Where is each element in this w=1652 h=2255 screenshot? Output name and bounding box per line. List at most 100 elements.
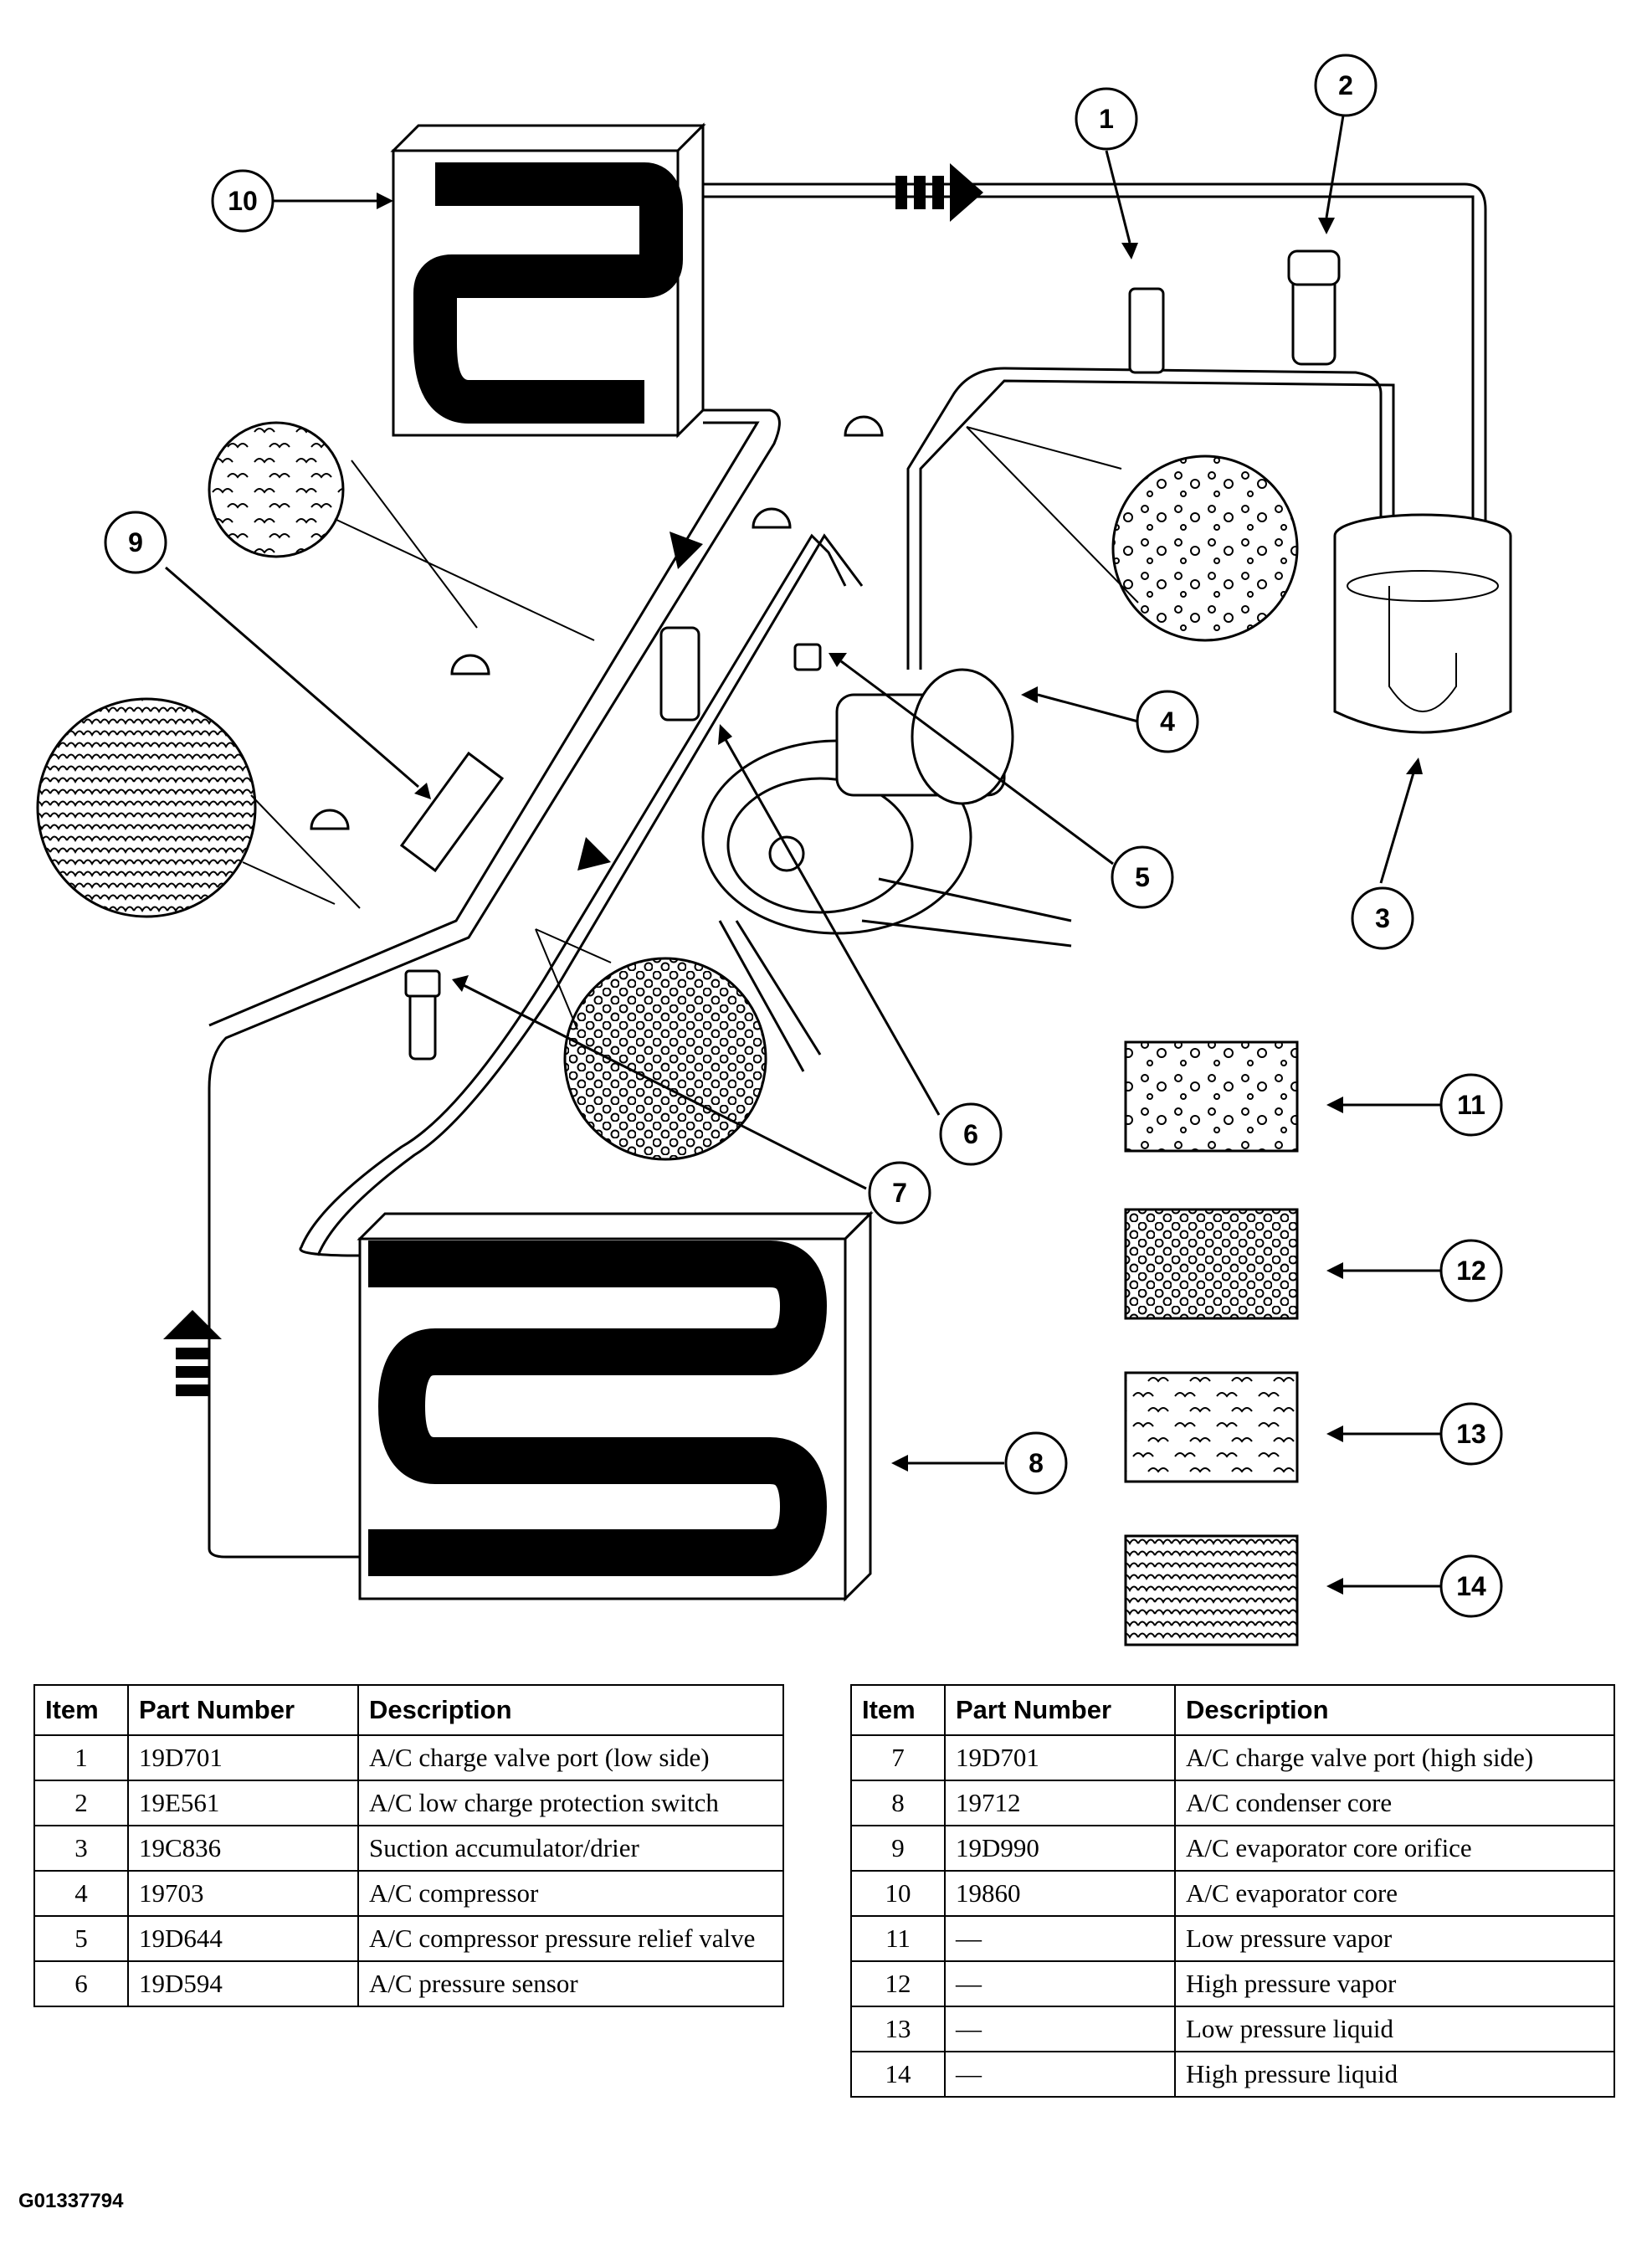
callout-9: 9 [104, 511, 167, 574]
callout-12: 12 [1439, 1239, 1503, 1302]
part-number-cell: 19D701 [127, 1734, 359, 1781]
description-cell: Suction accumulator/drier [357, 1825, 784, 1872]
item-cell: 13 [850, 2006, 946, 2052]
callout-2: 2 [1314, 54, 1378, 117]
condenser-core [357, 1210, 874, 1602]
svg-text:1: 1 [1099, 104, 1114, 134]
description-cell: A/C charge valve port (high side) [1174, 1734, 1615, 1781]
item-cell: 9 [850, 1825, 946, 1872]
figure-id: G01337794 [18, 2190, 124, 2212]
header-part-number: Part Number [944, 1684, 1176, 1736]
item-cell: 2 [33, 1780, 129, 1826]
description-cell: Low pressure liquid [1174, 2006, 1615, 2052]
callout-3: 3 [1351, 886, 1414, 950]
svg-text:11: 11 [1457, 1090, 1485, 1120]
callout-13: 13 [1439, 1402, 1503, 1466]
part-number-cell: 19D594 [127, 1960, 359, 2007]
callout-1: 1 [1075, 87, 1138, 151]
charge-valve-port-high [404, 969, 441, 1061]
magnifier-low-liquid [208, 421, 595, 641]
svg-text:9: 9 [128, 527, 143, 557]
part-number-cell: — [944, 2051, 1176, 2098]
description-cell: Low pressure vapor [1174, 1915, 1615, 1962]
compressor [701, 668, 1072, 1072]
table-row: 14—High pressure liquid [850, 2051, 1615, 2098]
leader-lines [165, 115, 1441, 1595]
description-cell: A/C compressor pressure relief valve [357, 1915, 784, 1962]
table-row: 11—Low pressure vapor [850, 1915, 1615, 1962]
item-cell: 4 [33, 1870, 129, 1917]
callout-5: 5 [1111, 845, 1174, 909]
description-cell: A/C low charge protection switch [357, 1780, 784, 1826]
callout-11: 11 [1439, 1073, 1503, 1137]
header-item: Item [850, 1684, 946, 1736]
description-cell: A/C pressure sensor [357, 1960, 784, 2007]
header-description: Description [357, 1684, 784, 1736]
item-cell: 14 [850, 2051, 946, 2098]
ac-system-diagram: 1 2 3 4 5 6 7 8 9 10 11 12 13 14 [36, 54, 1512, 1646]
svg-text:14: 14 [1456, 1571, 1486, 1601]
legend-swatch-low-liquid [1124, 1371, 1299, 1483]
header-description: Description [1174, 1684, 1615, 1736]
pressure-sensor [659, 626, 700, 722]
svg-text:12: 12 [1456, 1256, 1486, 1286]
item-cell: 11 [850, 1915, 946, 1962]
description-cell: High pressure liquid [1174, 2051, 1615, 2098]
table-row: 12—High pressure vapor [850, 1960, 1615, 2007]
flow-arrows [163, 163, 983, 1396]
part-number-cell: — [944, 2006, 1176, 2052]
part-number-cell: 19D990 [944, 1825, 1176, 1872]
description-cell: A/C evaporator core [1174, 1870, 1615, 1917]
magnifier-high-liquid [36, 697, 361, 918]
description-cell: A/C condenser core [1174, 1780, 1615, 1826]
svg-text:4: 4 [1160, 706, 1175, 737]
table-header-row: Item Part Number Description [33, 1684, 784, 1736]
header-part-number: Part Number [127, 1684, 359, 1736]
callout-10: 10 [211, 169, 274, 233]
part-number-cell: 19703 [127, 1870, 359, 1917]
part-number-cell: — [944, 1960, 1176, 2007]
gauge-icons [310, 415, 884, 830]
legend-swatch-low-vapor [1124, 1040, 1299, 1153]
svg-text:8: 8 [1029, 1448, 1044, 1478]
svg-text:3: 3 [1375, 903, 1390, 933]
callout-14: 14 [1439, 1554, 1503, 1618]
part-number-cell: — [944, 1915, 1176, 1962]
description-cell: A/C charge valve port (low side) [357, 1734, 784, 1781]
suction-accumulator [1333, 513, 1512, 734]
item-cell: 5 [33, 1915, 129, 1962]
svg-text:2: 2 [1338, 70, 1353, 100]
svg-text:7: 7 [892, 1178, 907, 1208]
magnifier-low-vapor [966, 426, 1299, 642]
charge-valve-port-low [1128, 287, 1165, 374]
table-header-row: Item Part Number Description [850, 1684, 1615, 1736]
part-number-cell: 19E561 [127, 1780, 359, 1826]
svg-text:6: 6 [963, 1119, 978, 1149]
legend-swatch-high-vapor [1124, 1208, 1299, 1320]
evaporator-orifice [399, 751, 505, 873]
callout-4: 4 [1136, 690, 1199, 753]
part-number-cell: 19712 [944, 1780, 1176, 1826]
part-number-cell: 19D701 [944, 1734, 1176, 1781]
svg-text:10: 10 [228, 186, 258, 216]
evaporator-core [390, 122, 706, 439]
description-cell: A/C compressor [357, 1870, 784, 1917]
header-item: Item [33, 1684, 129, 1736]
description-cell: High pressure vapor [1174, 1960, 1615, 2007]
item-cell: 12 [850, 1960, 946, 2007]
callout-7: 7 [868, 1161, 931, 1225]
part-number-cell: 19C836 [127, 1825, 359, 1872]
item-cell: 8 [850, 1780, 946, 1826]
description-cell: A/C evaporator core orifice [1174, 1825, 1615, 1872]
svg-text:13: 13 [1456, 1419, 1486, 1449]
